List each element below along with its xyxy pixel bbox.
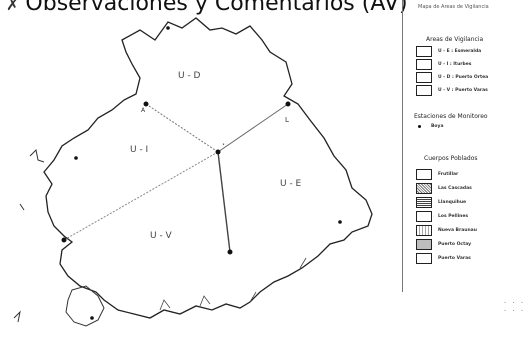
- legend-swatch: [416, 211, 432, 222]
- legend-divider: [402, 0, 403, 292]
- junction-point: [61, 237, 67, 243]
- map-legend: Mapa de Areas de Vigilancia Areas de Vig…: [404, 0, 531, 340]
- legend-swatch: [416, 46, 432, 57]
- legend-swatch: [416, 253, 432, 264]
- legend-header: Mapa de Areas de Vigilancia: [418, 4, 489, 10]
- legend-station-row: Boya: [418, 124, 444, 129]
- legend-swatch: [416, 225, 432, 236]
- legend-swatch: [416, 59, 432, 70]
- svg-text:•: •: [222, 142, 225, 148]
- legend-area-row: U - I : Iturbes: [416, 58, 471, 71]
- stations-title: Estaciones de Monitoreo: [414, 113, 488, 120]
- legend-area-row: U - D : Puerto Ortea: [416, 71, 488, 84]
- legend-tile-row: Puerto Varas: [416, 252, 471, 265]
- legend-tile-row: Los Pellines: [416, 210, 468, 223]
- legend-swatch: [416, 169, 432, 180]
- tiles-title: Cuerpos Poblados: [424, 155, 478, 162]
- legend-tile-row: Puerto Octay: [416, 238, 471, 251]
- legend-swatch: [416, 183, 432, 194]
- map-title-text: Observaciones y Comentarios (AV): [25, 0, 408, 16]
- junction-point: [143, 101, 149, 107]
- lake-outline: [43, 17, 373, 319]
- legend-swatch: [416, 85, 432, 96]
- svg-text:A: A: [141, 107, 146, 114]
- legend-tile-row: Las Cascadas: [416, 182, 472, 195]
- legend-area-row: U - E : Esmeralda: [416, 45, 481, 58]
- zone-label-ui: U - I: [130, 145, 148, 155]
- legend-scale-dashes: . . . . . .: [504, 297, 526, 313]
- station-dot: [74, 156, 78, 160]
- legend-tile-row: Nueva Braunau: [416, 224, 477, 237]
- station-dot: [166, 26, 170, 30]
- junction-point: [285, 101, 291, 107]
- junction-point: [227, 249, 233, 255]
- areas-title: Areas de Vigilancia: [426, 36, 484, 43]
- station-dot: [90, 316, 94, 320]
- legend-tile-row: Frutillar: [416, 168, 458, 181]
- lake-map-svg: A L • U - D U - I U - E U - V: [13, 17, 373, 327]
- zone-label-ud: U - D: [178, 71, 201, 81]
- peninsula-outline: [65, 285, 105, 327]
- station-dot-icon: [418, 125, 421, 128]
- title-marker-icon: ✗: [6, 0, 20, 14]
- legend-tile-row: Llanquihue: [416, 196, 466, 209]
- zone-label-ue: U - E: [280, 179, 302, 189]
- legend-swatch: [416, 239, 432, 250]
- map-title: ✗ Observaciones y Comentarios (AV): [6, 0, 408, 16]
- legend-swatch: [416, 197, 432, 208]
- junction-point: [215, 149, 221, 155]
- zone-label-uv: U - V: [150, 231, 173, 241]
- legend-area-row: U - V : Puerto Varas: [416, 84, 488, 97]
- svg-text:L: L: [285, 116, 289, 124]
- station-dot: [338, 220, 342, 224]
- legend-swatch: [416, 72, 432, 83]
